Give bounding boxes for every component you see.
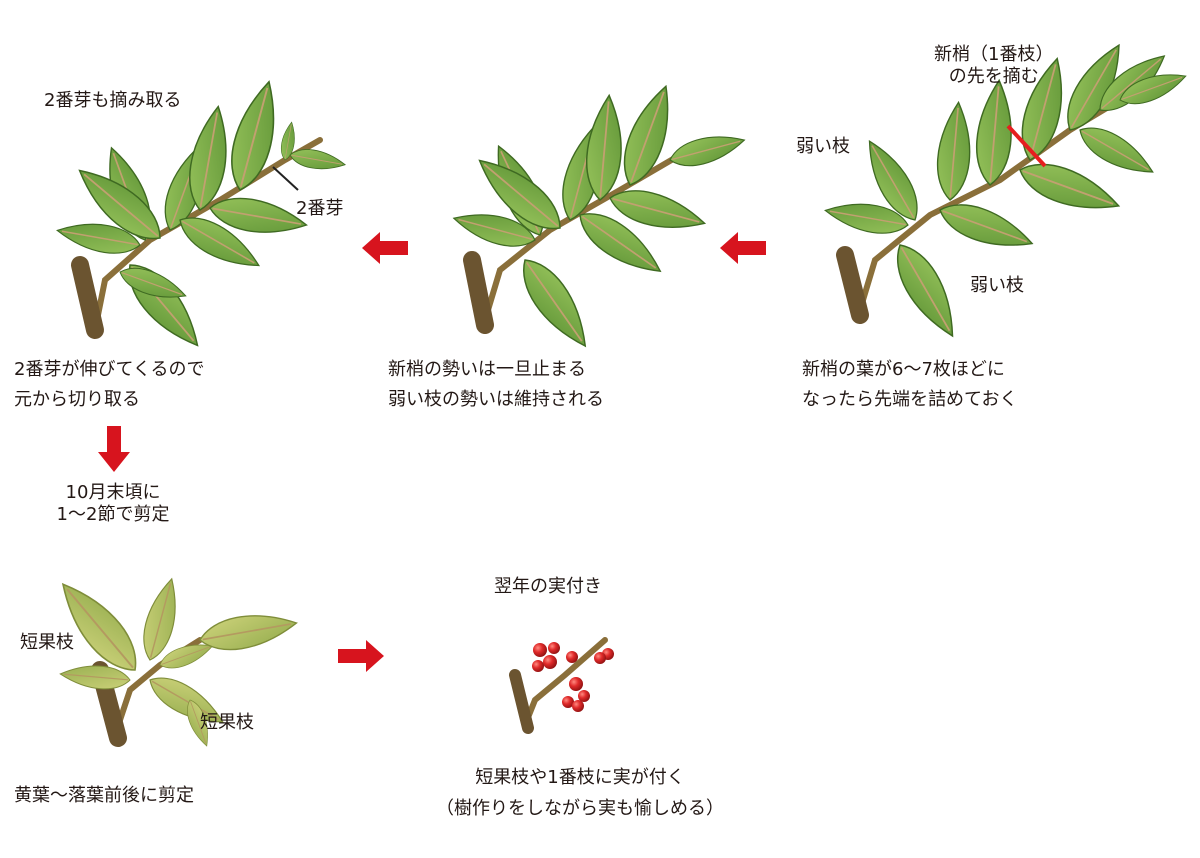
berry-icon (562, 696, 574, 708)
label-pinch-line-1: 新梢（1番枝） (934, 44, 1054, 65)
label-second-bud: 2番芽 (296, 198, 344, 219)
branch-illustration-3 (822, 36, 1191, 346)
header-panel-4-line-2: 1〜2節で剪定 (56, 504, 170, 525)
caption-panel-4: 黄葉〜落葉前後に剪定 (14, 785, 194, 806)
branch-illustration-2 (449, 79, 749, 357)
header-panel-4-line-1: 10月末頃に (65, 482, 161, 503)
berry-icon (594, 652, 606, 664)
arrow-right-icon (338, 640, 384, 672)
label-pinch-new-shoot: 新梢（1番枝） の先を摘む (934, 44, 1053, 88)
header-panel-5: 翌年の実付き (494, 576, 602, 597)
caption-panel-2-line-2: 弱い枝の勢いは維持される (388, 389, 604, 410)
caption-panel-3-line-1: 新梢の葉が6〜7枚ほどに (802, 359, 1005, 380)
label-short-fruit-branch-2: 短果枝 (200, 712, 254, 733)
label-pinch-line-2: の先を摘む (948, 66, 1039, 87)
cut-mark-icon (1006, 124, 1047, 168)
caption-panel-2-line-1: 新梢の勢いは一旦止まる (388, 359, 586, 380)
caption-panel-5-line-2: （樹作りをしながら実も愉しめる） (436, 798, 724, 819)
caption-panel-5: 短果枝や1番枝に実が付く （樹作りをしながら実も愉しめる） (380, 762, 780, 824)
berry-icon (572, 700, 584, 712)
berry-icon (543, 655, 557, 669)
arrow-down-icon (98, 426, 130, 472)
label-short-fruit-branch-1: 短果枝 (20, 632, 74, 653)
branch-illustration-5 (509, 637, 614, 734)
berry-icon (533, 643, 547, 657)
caption-panel-1-line-2: 元から切り取る (14, 389, 140, 410)
label-weak-branch-bottom: 弱い枝 (970, 275, 1024, 296)
label-pinch-second-bud: 2番芽も摘み取る (44, 90, 182, 111)
header-panel-4: 10月末頃に 1〜2節で剪定 (38, 482, 188, 526)
arrow-left-icon (720, 232, 766, 264)
caption-panel-5-line-1: 短果枝や1番枝に実が付く (475, 767, 685, 788)
caption-panel-3-line-2: なったら先端を詰めておく (802, 389, 1018, 410)
berry-icon (566, 651, 578, 663)
berry-icon (532, 660, 544, 672)
berry-icon (578, 690, 590, 702)
arrow-left-icon (362, 232, 408, 264)
branch-illustration-1 (54, 76, 348, 358)
berry-icon (548, 642, 560, 654)
label-weak-branch-top: 弱い枝 (796, 136, 850, 157)
branch-illustration-4 (48, 571, 301, 750)
caption-panel-1-line-1: 2番芽が伸びてくるので (14, 359, 205, 380)
berry-icon (569, 677, 583, 691)
bud-pointer-line (272, 166, 299, 191)
